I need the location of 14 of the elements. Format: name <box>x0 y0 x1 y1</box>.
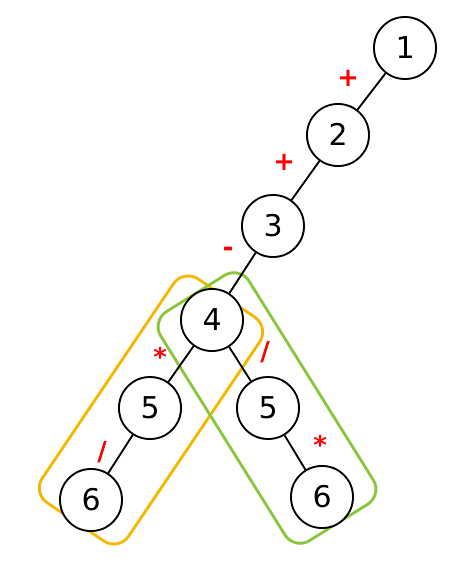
operator-label: * <box>313 433 327 459</box>
operator-label: / <box>260 339 270 365</box>
connector-line <box>356 72 386 110</box>
connector-line <box>228 346 252 382</box>
operator-label: * <box>153 345 167 371</box>
operator-label: / <box>97 439 107 465</box>
connector-line <box>228 252 256 294</box>
connector-line <box>168 346 194 382</box>
operator-label: - <box>222 235 234 261</box>
operator-label: + <box>273 149 295 175</box>
operator-label: + <box>337 65 359 91</box>
connector-line <box>107 434 134 474</box>
connector-line <box>290 160 320 201</box>
connector-line <box>284 434 306 470</box>
